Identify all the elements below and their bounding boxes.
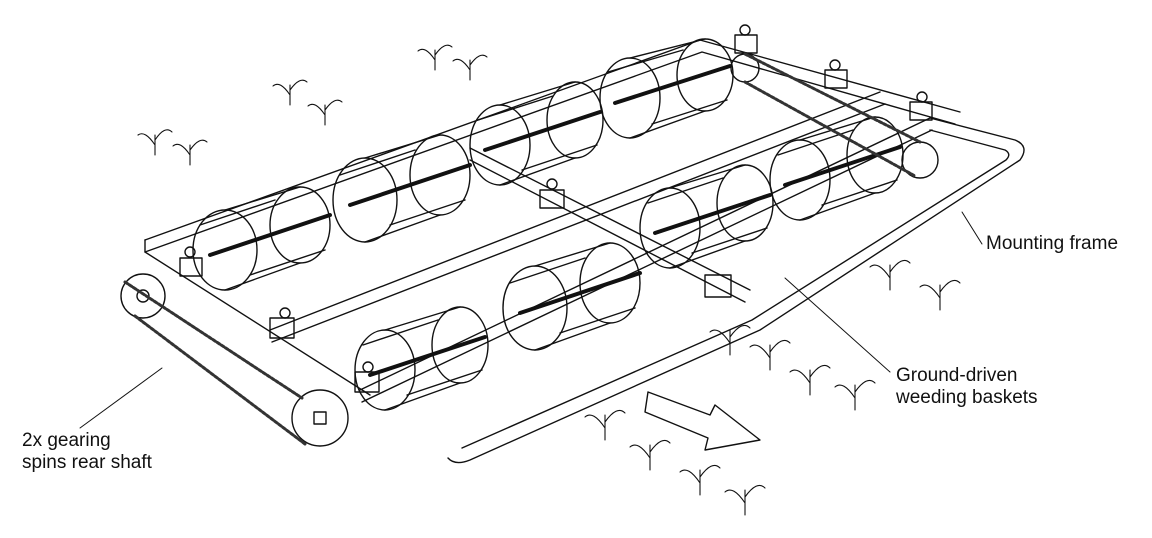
gearing-label-line-1: 2x gearing <box>22 430 111 451</box>
basket-4 <box>599 38 734 139</box>
travel-direction-arrow-icon <box>644 391 761 451</box>
basket-5 <box>354 306 489 411</box>
basket-6 <box>502 242 642 351</box>
weeding-baskets-label-line-2: weeding baskets <box>896 387 1038 408</box>
basket-2 <box>332 134 472 243</box>
weeding-baskets <box>192 38 904 411</box>
basket-1 <box>192 186 332 291</box>
seedling-icon <box>709 324 751 356</box>
seedling-icon <box>679 464 721 496</box>
mounting-frame-label-text: Mounting frame <box>986 233 1119 254</box>
gearing-label: 2x gearing spins rear shaft <box>22 430 152 474</box>
seedling-icon <box>919 279 961 311</box>
weeding-baskets-label: Ground-driven weeding baskets <box>896 365 1038 409</box>
chain-drive-right <box>730 52 939 179</box>
seedling-icon <box>724 484 766 516</box>
mounting-frame-label: Mounting frame <box>986 233 1118 255</box>
seedling-icon <box>789 364 831 396</box>
leader-weeding-baskets <box>784 277 891 373</box>
leader-lines <box>79 211 983 429</box>
leader-gearing <box>79 367 163 429</box>
mounting-frame <box>447 117 1025 464</box>
seedlings <box>137 44 961 516</box>
gearing-label-line-2: spins rear shaft <box>22 452 152 473</box>
seedling-icon <box>307 99 343 126</box>
seedling-icon <box>584 409 626 441</box>
basket-7 <box>639 164 774 269</box>
weeding-baskets-label-line-1: Ground-driven <box>896 365 1018 386</box>
seedling-icon <box>417 44 453 71</box>
main-beams <box>144 39 961 403</box>
seedling-icon <box>172 139 208 166</box>
basket-3 <box>469 81 604 186</box>
frame-clamps <box>179 24 933 393</box>
seedling-icon <box>749 339 791 371</box>
chain-drive-left <box>120 273 349 447</box>
seedling-icon <box>272 79 308 106</box>
seedling-icon <box>834 379 876 411</box>
seedling-icon <box>452 54 488 81</box>
leader-mounting-frame <box>961 211 983 245</box>
seedling-icon <box>869 259 911 291</box>
seedling-icon <box>137 129 173 156</box>
seedling-icon <box>629 439 671 471</box>
